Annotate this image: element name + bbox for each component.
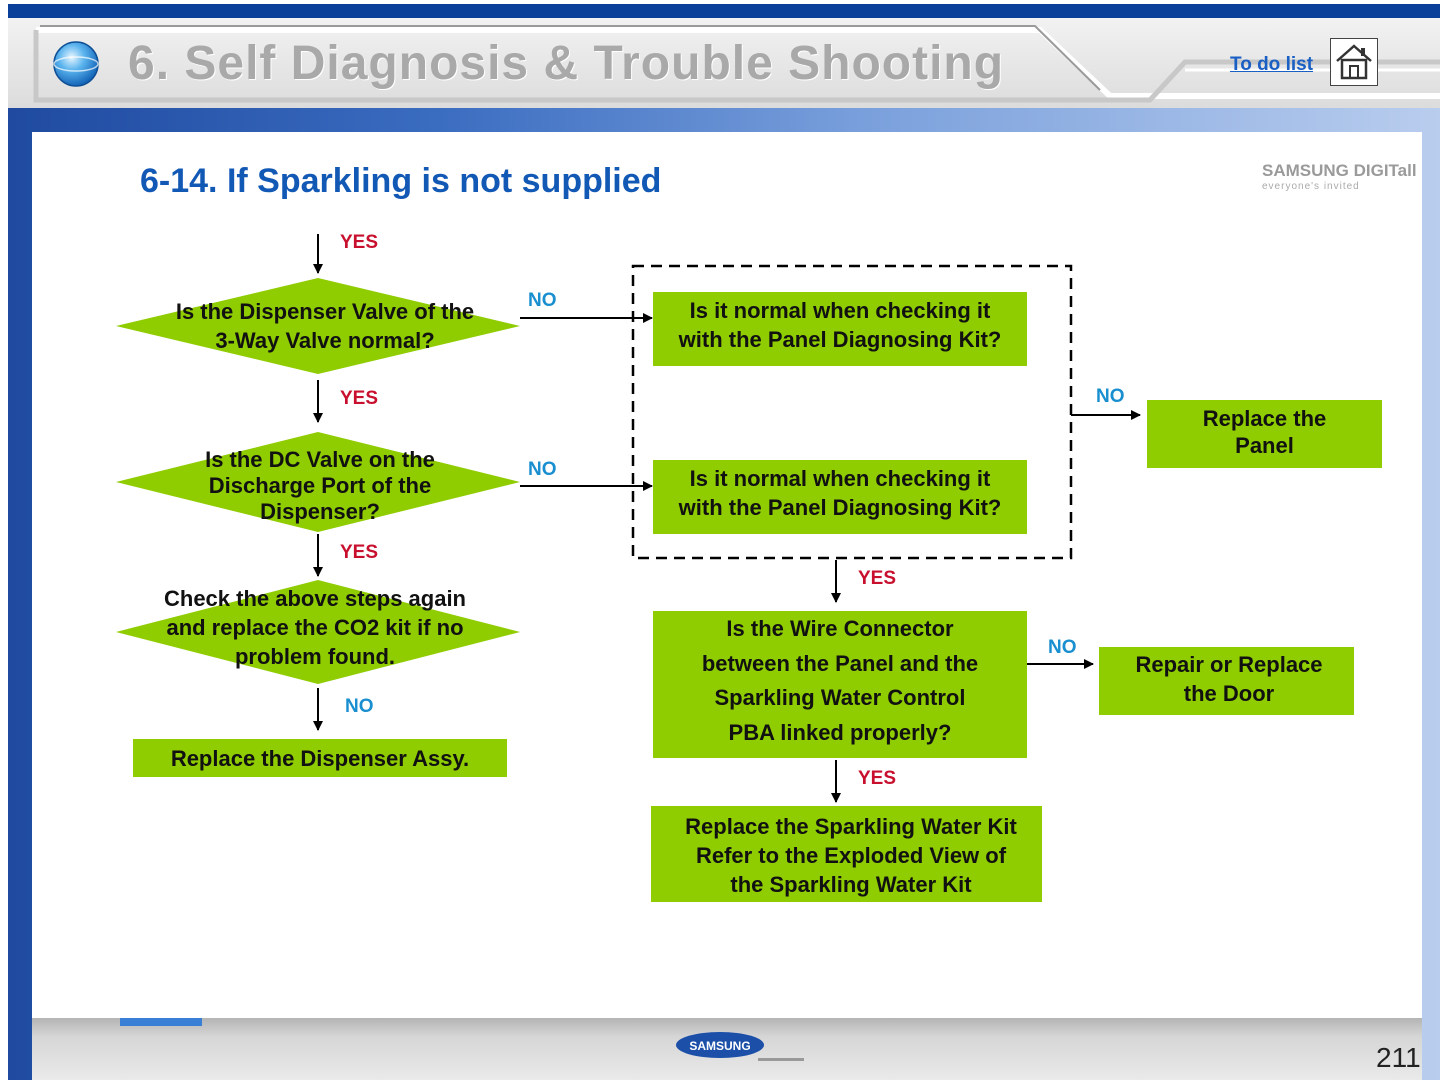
svg-text:everyone's invited: everyone's invited [1262, 181, 1360, 192]
replace-panel-box [1147, 400, 1382, 468]
replace-dispenser-text: Replace the Dispenser Assy. [170, 745, 470, 771]
decision-dc-valve: Is the DC Valve on the Discharge Port of… [205, 447, 435, 524]
decision-dc-valve-shape [116, 432, 520, 532]
label-yes-wire: YES [858, 768, 897, 789]
repair-door-text: Repair or Replace the Door [1135, 652, 1323, 706]
page-number: 211 [1376, 1042, 1421, 1073]
wire-connector-text: Is the Wire Connector between the Panel … [701, 616, 979, 745]
section-title: 6-14. If Sparkling is not supplied [140, 162, 662, 200]
label-no-check: NO [345, 696, 374, 717]
globe-icon [53, 41, 99, 87]
samsung-digitall-logo: SAMSUNG DIGITall everyone's invited [1262, 161, 1417, 192]
replace-panel-text: Replace the Panel [1202, 406, 1327, 458]
label-no-valve: NO [528, 290, 557, 311]
panel-check-2-box [653, 460, 1027, 534]
decision-check-again: Check the above steps again and replace … [164, 585, 466, 669]
panel-check-group-border [631, 264, 1073, 560]
replace-kit-text: Replace the Sparkling Water Kit Refer to… [685, 813, 1017, 897]
decision-dispenser-valve: Is the Dispenser Valve of the 3-Way Valv… [175, 299, 475, 353]
label-no-wire: NO [1048, 637, 1077, 658]
label-yes-group: YES [858, 568, 897, 589]
label-no-dc: NO [528, 459, 557, 480]
label-yes-dc: YES [340, 542, 379, 563]
svg-text:SAMSUNG DIGITall: SAMSUNG DIGITall [1262, 161, 1417, 180]
label-no-panel: NO [1096, 386, 1125, 407]
header-frame [33, 25, 1440, 103]
label-yes-valve: YES [340, 388, 379, 409]
header-title: 6. Self Diagnosis & Trouble Shooting [128, 37, 1005, 90]
decision-dispenser-valve-shape [116, 278, 520, 374]
panel-check-1-text: Is it normal when checking it with the P… [678, 298, 1002, 352]
replace-kit-box [651, 806, 1042, 902]
home-button[interactable] [1330, 38, 1378, 86]
header-top-bar [8, 4, 1440, 18]
svg-text:SAMSUNG: SAMSUNG [689, 1039, 750, 1053]
label-yes-start: YES [340, 232, 379, 253]
todo-list-link[interactable]: To do list [1230, 54, 1314, 75]
samsung-logo: SAMSUNG [676, 1032, 804, 1061]
decision-check-again-shape [116, 580, 520, 684]
replace-dispenser-box [133, 739, 507, 777]
wire-connector-box [653, 611, 1027, 758]
repair-door-box [1099, 647, 1354, 715]
panel-check-2-text: Is it normal when checking it with the P… [678, 466, 1002, 520]
panel-check-1-box [653, 292, 1027, 366]
home-icon [1336, 44, 1372, 80]
footer-accent [120, 1018, 202, 1026]
